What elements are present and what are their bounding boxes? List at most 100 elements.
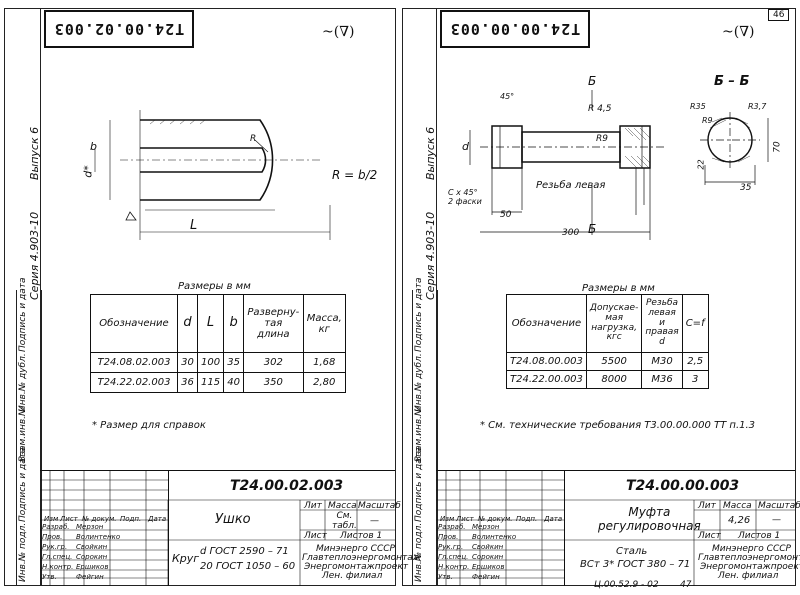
right-footnote: * См. технические требования Т3.00.00.00… [480, 420, 756, 431]
right-annot-r35: R35 [690, 102, 706, 111]
right-th-load: Допускае- мая нагрузка, кгс [585, 294, 643, 353]
right-hdr-date: Дата [544, 515, 563, 523]
right-material-2: ВСт 3* ГОСТ 380 – 71 [580, 559, 691, 570]
left-name-5: Ершиков [76, 563, 109, 571]
right-section-mark-bottom: Б [588, 222, 597, 236]
left-dimensions-table: Обозначение d L b Разверну- тая длина Ма… [90, 294, 347, 393]
left-title-grid [40, 470, 169, 586]
right-masshtab-label: Масштаб [758, 501, 800, 511]
left-side-strip [16, 290, 42, 586]
left-th-mass: Масса, кг [302, 294, 347, 353]
left-org-3: Энергомонтажпроект [304, 562, 409, 572]
right-title-code: Т24.00.00.003 [626, 478, 740, 494]
right-annot-thread: Резьба левая [536, 180, 606, 191]
right-th-thread: Резьба левая и правая d [641, 294, 683, 353]
left-role-2: Пров. [42, 533, 63, 541]
right-hdr-list: Лист [456, 515, 474, 523]
left-title-block [40, 470, 395, 587]
left-dim-R: R [250, 134, 257, 144]
left-dash: — [370, 516, 379, 526]
right-bottom-page: 47 [680, 580, 692, 590]
left-dim-b: b [90, 140, 97, 153]
left-table-caption: Размеры в мм [178, 281, 251, 292]
left-hdr-doc: № докум. [82, 515, 117, 523]
right-org-3: Энергомонтажпроект [700, 562, 800, 572]
right-annot-chamfer: С х 45° 2 фаски [448, 188, 482, 206]
left-role-6: Утв. [42, 573, 57, 581]
right-massa-label: Масса [723, 501, 752, 511]
right-role-4: Гл.спец. [438, 553, 469, 561]
left-role-5: Н.контр. [42, 563, 74, 571]
right-roughness-symbol: ~(∇) [722, 24, 755, 40]
left-name-1: Мерзон [76, 523, 104, 531]
right-org-4: Лен. филиал [718, 571, 779, 581]
left-name-3: Свойкин [76, 543, 108, 551]
left-masshtab-label: Масштаб [358, 501, 401, 511]
left-dim-L: L [190, 218, 198, 233]
right-side-strip [412, 290, 438, 586]
right-name-3: Свойкин [472, 543, 504, 551]
left-formula: R = b/2 [332, 168, 378, 182]
right-page-number: 46 [768, 9, 790, 21]
right-annot-45: 45° [500, 92, 515, 101]
right-material-1: Сталь [616, 546, 648, 557]
left-org-1: Минэнерго СССР [316, 544, 395, 554]
right-section-mark-top: Б [588, 74, 597, 88]
right-section-label: Б – Б [714, 74, 750, 89]
left-hdr-izm: Изм [44, 515, 59, 523]
right-annot-r9b: R9 [702, 116, 713, 125]
left-listov-label: Листов 1 [340, 531, 383, 541]
left-footnote: * Размер для справок [92, 420, 206, 431]
right-title-grid [436, 470, 565, 586]
left-massa-label: Масса [328, 501, 357, 511]
right-lit-label: Лит [698, 501, 716, 511]
table-cell: М36 [641, 370, 683, 389]
right-name-4: Сорокин [472, 553, 504, 561]
right-annot-35: 35 [740, 183, 752, 193]
right-role-5: Н.контр. [438, 563, 470, 571]
left-role-4: Гл.спец. [42, 553, 73, 561]
right-dash: — [772, 515, 781, 525]
right-table-caption: Размеры в мм [582, 283, 655, 294]
right-annot-50: 50 [500, 210, 512, 220]
left-hdr-date: Дата [148, 515, 167, 523]
right-annot-300: 300 [562, 228, 580, 238]
left-part-name: Ушко [215, 512, 251, 527]
left-hdr-sign: Подп. [120, 515, 142, 523]
left-sm-tabl: См. табл. [332, 511, 357, 531]
right-name-6: Фейгин [472, 573, 500, 581]
right-mass-value: 4,26 [728, 515, 751, 526]
left-org-4: Лен. филиал [322, 571, 383, 581]
right-name-1: Мерзон [472, 523, 500, 531]
table-cell: 3 [681, 370, 709, 389]
right-annot-r37: R3,7 [748, 102, 767, 111]
left-roughness-symbol: ~(∇) [322, 24, 355, 40]
left-drawing-sheet [4, 8, 396, 586]
right-dimensions-table: Обозначение Допускае- мая нагрузка, кгс … [506, 294, 709, 389]
right-annot-r9: R9 [596, 134, 608, 144]
left-name-2: Волинтенко [76, 533, 121, 541]
right-role-2: Пров. [438, 533, 459, 541]
right-bottom-code: Ц.00.52.9 - 02 [594, 580, 659, 590]
left-role-3: Рук.гр. [42, 543, 68, 551]
table-cell: 100 [196, 352, 225, 373]
right-hdr-doc: № докум. [478, 515, 513, 523]
right-hdr-izm: Изм [440, 515, 455, 523]
left-role-1: Разраб. [42, 523, 70, 531]
right-role-1: Разраб. [438, 523, 466, 531]
right-frame-border [436, 8, 797, 586]
left-org-2: Главтеплоэнергомонтаж [302, 553, 421, 563]
right-role-6: Утв. [438, 573, 453, 581]
left-title-code: Т24.00.02.003 [230, 478, 344, 494]
right-th-c: С=f [681, 294, 709, 353]
right-hdr-sign: Подп. [516, 515, 538, 523]
right-listov-label: Листов 1 [738, 531, 781, 541]
right-role-3: Рук.гр. [438, 543, 464, 551]
right-name-2: Волинтенко [472, 533, 517, 541]
left-material-2: d ГОСТ 2590 – 71 [200, 546, 289, 557]
table-cell: 115 [196, 372, 225, 393]
